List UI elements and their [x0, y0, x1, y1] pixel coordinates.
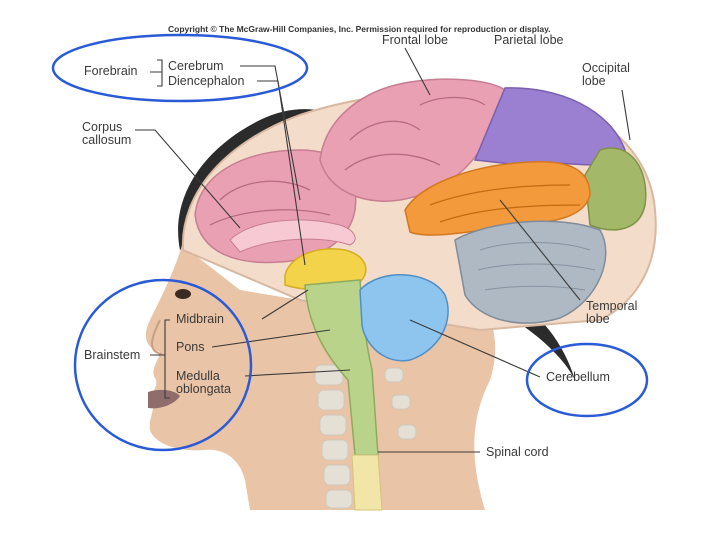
spinal-cord-label: Spinal cord: [486, 446, 549, 459]
corpus-callosum-label: Corpus callosum: [82, 121, 142, 147]
frontal-lobe-label: Frontal lobe: [382, 34, 448, 47]
midbrain-label: Midbrain: [176, 313, 224, 326]
forebrain-bracket: [150, 60, 162, 86]
eye: [175, 289, 191, 299]
medulla-oblongata-label: Medulla oblongata: [176, 370, 246, 396]
occipital-lobe-label: Occipital lobe: [582, 62, 644, 88]
brainstem-label: Brainstem: [84, 349, 140, 362]
parietal-lobe-label: Parietal lobe: [494, 34, 564, 47]
temporal-lobe-label: Temporal lobe: [586, 300, 646, 326]
cerebrum-label: Cerebrum: [168, 60, 224, 73]
occipital-lobe-line: [622, 90, 630, 140]
pons-label: Pons: [176, 341, 205, 354]
cerebellum-label: Cerebellum: [546, 371, 610, 384]
diencephalon-label: Diencephalon: [168, 75, 244, 88]
spinal-cord-shape: [352, 455, 382, 510]
forebrain-label: Forebrain: [84, 65, 138, 78]
